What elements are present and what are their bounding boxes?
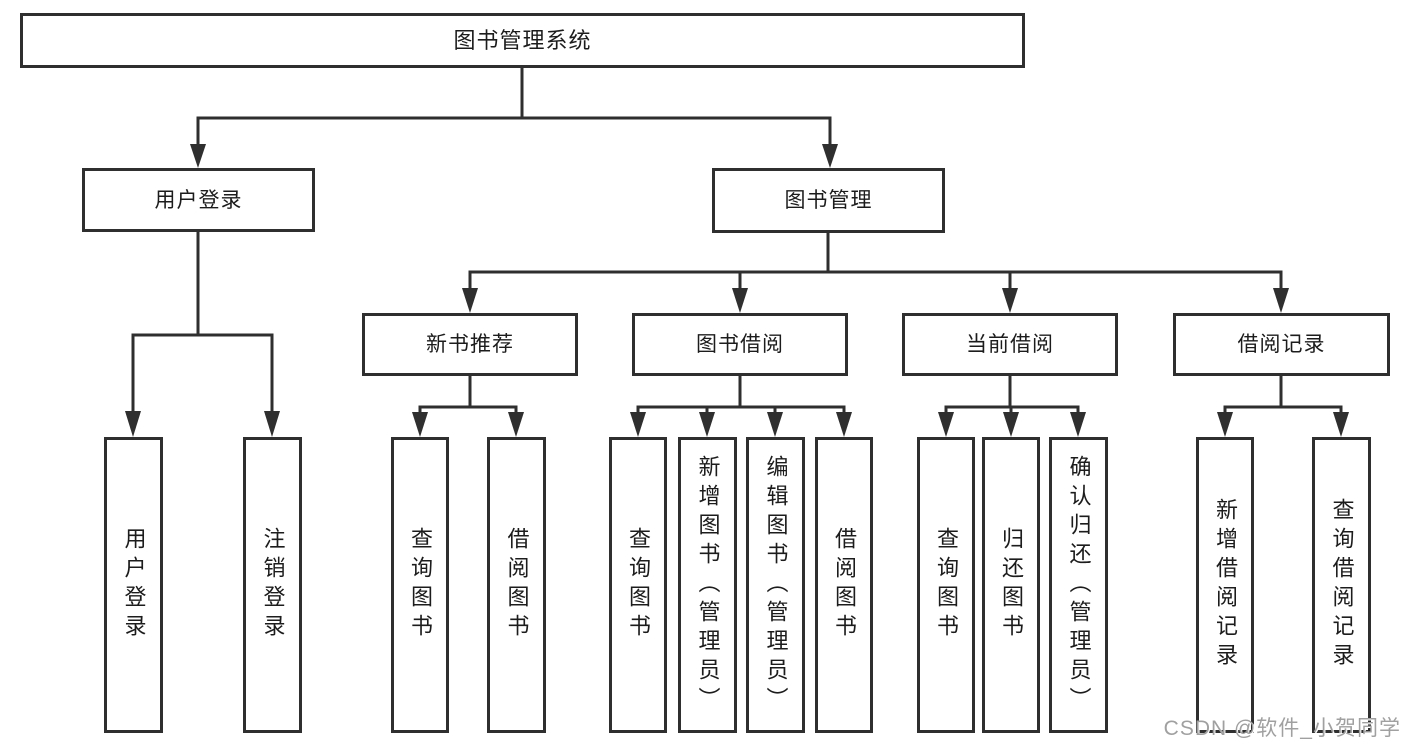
node-new-book-recommend-label: 新书推荐 bbox=[426, 333, 514, 356]
leaf-add-books-admin-label: 新增图书（管理员） bbox=[695, 454, 721, 716]
leaf-add-borrow-record: 新增借阅记录 bbox=[1196, 437, 1254, 733]
connector-borrow-records-children bbox=[1217, 376, 1349, 437]
leaf-return-books: 归还图书 bbox=[982, 437, 1040, 733]
leaf-add-borrow-record-label: 新增借阅记录 bbox=[1213, 498, 1238, 672]
connector-root-to-level2 bbox=[190, 68, 838, 168]
node-book-borrowing: 图书借阅 bbox=[632, 313, 848, 376]
leaf-logout: 注销登录 bbox=[243, 437, 302, 733]
connector-book-borrow-children bbox=[630, 376, 852, 437]
node-book-management: 图书管理 bbox=[712, 168, 945, 233]
leaf-borrow-books-2-label: 借阅图书 bbox=[832, 527, 857, 643]
connector-new-book-rec-children bbox=[412, 376, 524, 437]
leaf-query-books-3: 查询图书 bbox=[917, 437, 975, 733]
leaf-edit-books-admin: 编辑图书（管理员） bbox=[746, 437, 805, 733]
leaf-query-borrow-record-label: 查询借阅记录 bbox=[1329, 498, 1355, 672]
node-book-borrowing-label: 图书借阅 bbox=[696, 333, 784, 356]
watermark-text: CSDN @软件_小贺同学 bbox=[1163, 717, 1401, 740]
leaf-add-books-admin: 新增图书（管理员） bbox=[678, 437, 737, 733]
leaf-query-borrow-record: 查询借阅记录 bbox=[1312, 437, 1371, 733]
leaf-query-books-1: 查询图书 bbox=[391, 437, 449, 733]
connector-current-borrow-children bbox=[938, 376, 1086, 437]
connector-book-mgmt-children bbox=[462, 233, 1289, 313]
node-root-system: 图书管理系统 bbox=[20, 13, 1025, 68]
leaf-return-books-label: 归还图书 bbox=[999, 527, 1024, 643]
node-borrowing-records-label: 借阅记录 bbox=[1237, 333, 1326, 356]
leaf-borrow-books-2: 借阅图书 bbox=[815, 437, 873, 733]
leaf-user-login-label: 用户登录 bbox=[121, 527, 147, 643]
leaf-user-login: 用户登录 bbox=[104, 437, 163, 733]
leaf-confirm-return-admin-label: 确认归还（管理员） bbox=[1066, 454, 1092, 716]
leaf-edit-books-admin-label: 编辑图书（管理员） bbox=[763, 454, 789, 716]
node-book-management-label: 图书管理 bbox=[784, 189, 873, 212]
node-user-login: 用户登录 bbox=[82, 168, 315, 232]
node-borrowing-records: 借阅记录 bbox=[1173, 313, 1390, 376]
node-current-borrowing: 当前借阅 bbox=[902, 313, 1118, 376]
connector-user-login-children bbox=[125, 232, 280, 437]
leaf-query-books-2-label: 查询图书 bbox=[626, 527, 651, 643]
leaf-query-books-1-label: 查询图书 bbox=[408, 527, 433, 643]
leaf-query-books-3-label: 查询图书 bbox=[934, 527, 959, 643]
node-current-borrowing-label: 当前借阅 bbox=[966, 333, 1054, 356]
node-root-label: 图书管理系统 bbox=[453, 27, 592, 53]
leaf-logout-label: 注销登录 bbox=[260, 527, 286, 643]
leaf-borrow-books-1: 借阅图书 bbox=[487, 437, 546, 733]
node-new-book-recommend: 新书推荐 bbox=[362, 313, 578, 376]
leaf-borrow-books-1-label: 借阅图书 bbox=[504, 527, 530, 643]
leaf-confirm-return-admin: 确认归还（管理员） bbox=[1049, 437, 1108, 733]
node-user-login-label: 用户登录 bbox=[154, 188, 243, 212]
leaf-query-books-2: 查询图书 bbox=[609, 437, 667, 733]
